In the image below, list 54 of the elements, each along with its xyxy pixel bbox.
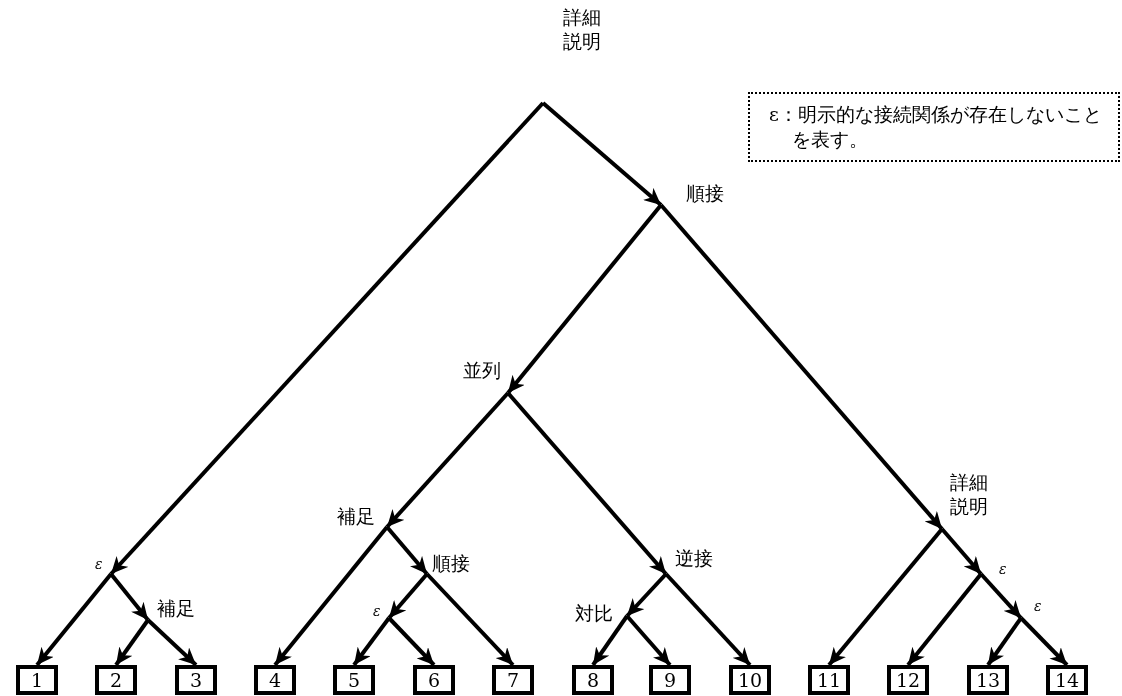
relation-label: 並列 <box>463 359 508 393</box>
arrow <box>352 616 391 667</box>
arrow <box>387 572 429 620</box>
arrow <box>659 203 944 531</box>
note-box: ε：明示的な接続関係が存在しないことを表す。 <box>748 92 1120 162</box>
relation-label: 補足 <box>337 505 387 529</box>
segment-box: 1 <box>16 665 58 695</box>
arrow <box>979 572 1023 620</box>
relation-label: ε <box>1021 597 1047 618</box>
relation-label: 詳細説明 <box>543 6 605 103</box>
segment-box: 2 <box>95 665 137 695</box>
relation-label: 補足 <box>148 597 199 621</box>
arrow <box>387 616 436 667</box>
arrow <box>385 525 429 576</box>
arrow <box>114 618 150 667</box>
relation-label: ε <box>95 555 111 574</box>
relation-label: 対比 <box>575 602 627 626</box>
relation-label: 逆接 <box>666 547 717 574</box>
arrow <box>664 572 752 667</box>
relation-label: ε <box>981 560 1012 578</box>
arrow <box>35 572 113 667</box>
arrow <box>425 572 515 667</box>
arrow <box>506 391 668 576</box>
arrow <box>625 572 668 618</box>
segment-box: 11 <box>808 665 850 695</box>
arrow <box>273 525 389 667</box>
arrow <box>940 527 983 576</box>
relation-label: 順接 <box>661 182 728 206</box>
segment-box: 5 <box>333 665 375 695</box>
segment-box: 3 <box>175 665 217 695</box>
arrow <box>541 101 663 207</box>
arrow <box>385 391 510 529</box>
arrow <box>1019 616 1069 667</box>
segment-box: 9 <box>649 665 691 695</box>
segment-box: 8 <box>572 665 614 695</box>
segment-box: 6 <box>413 665 455 695</box>
arrow <box>146 618 198 667</box>
relation-label: ε <box>373 602 389 620</box>
arrow <box>109 101 545 576</box>
arrow <box>625 614 672 667</box>
segment-box: 10 <box>729 665 771 695</box>
arrow <box>986 616 1023 667</box>
arrow <box>109 572 150 622</box>
segment-box: 13 <box>967 665 1009 695</box>
arrow <box>827 527 944 667</box>
segment-box: 12 <box>887 665 929 695</box>
arrow <box>906 572 983 667</box>
segment-box: 14 <box>1046 665 1088 695</box>
segment-box: 4 <box>254 665 296 695</box>
arrow <box>591 614 629 667</box>
relation-label: 詳細説明 <box>942 471 992 529</box>
relation-label: 順接 <box>427 552 474 576</box>
arrow <box>506 203 663 395</box>
segment-box: 7 <box>492 665 534 695</box>
